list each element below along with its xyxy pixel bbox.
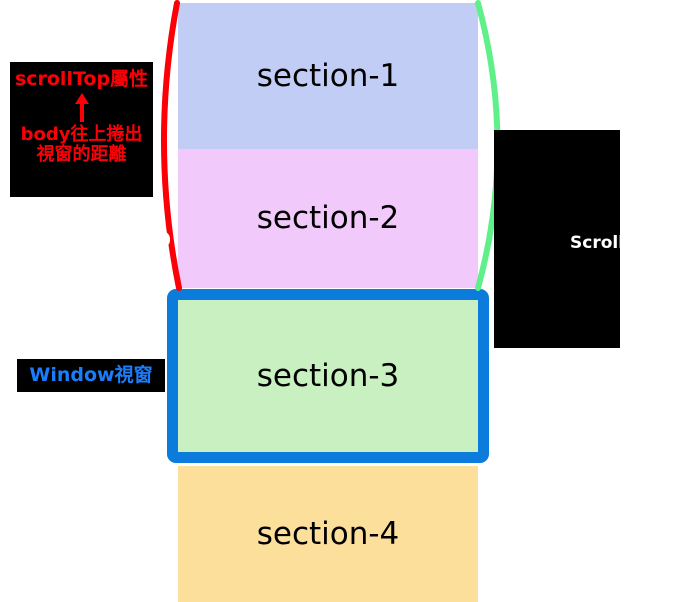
- scrolltop-desc-line-2: 視窗的距離: [36, 144, 127, 166]
- section-4-block: section-4: [178, 466, 478, 602]
- scrollheight-annotation: Scroll: [494, 130, 624, 348]
- window-annotation: Window視窗: [17, 359, 165, 392]
- section-3-block: section-3: [178, 300, 478, 452]
- section-3-label: section-3: [256, 357, 400, 394]
- section-2-label: section-2: [256, 200, 400, 236]
- window-annotation-label: Window視窗: [29, 363, 153, 386]
- window-viewport-frame: section-3: [167, 289, 489, 463]
- section-4-label: section-4: [256, 515, 400, 552]
- scrolltop-title: scrollTop屬性: [14, 68, 149, 90]
- scrollheight-label-wrap: Scroll: [570, 230, 670, 256]
- scrolltop-annotation: scrollTop屬性 body往上捲出 視窗的距離: [10, 62, 153, 197]
- label-overpaint-bar: [95, 231, 170, 248]
- up-arrow-icon: [74, 93, 89, 123]
- scrolltop-desc-line-1: body往上捲出: [20, 124, 143, 146]
- scrollheight-annotation-label: Scroll: [570, 233, 625, 253]
- section-1-block: section-1: [178, 3, 478, 149]
- section-1-label: section-1: [256, 57, 400, 94]
- section-2-block: section-2: [178, 149, 478, 288]
